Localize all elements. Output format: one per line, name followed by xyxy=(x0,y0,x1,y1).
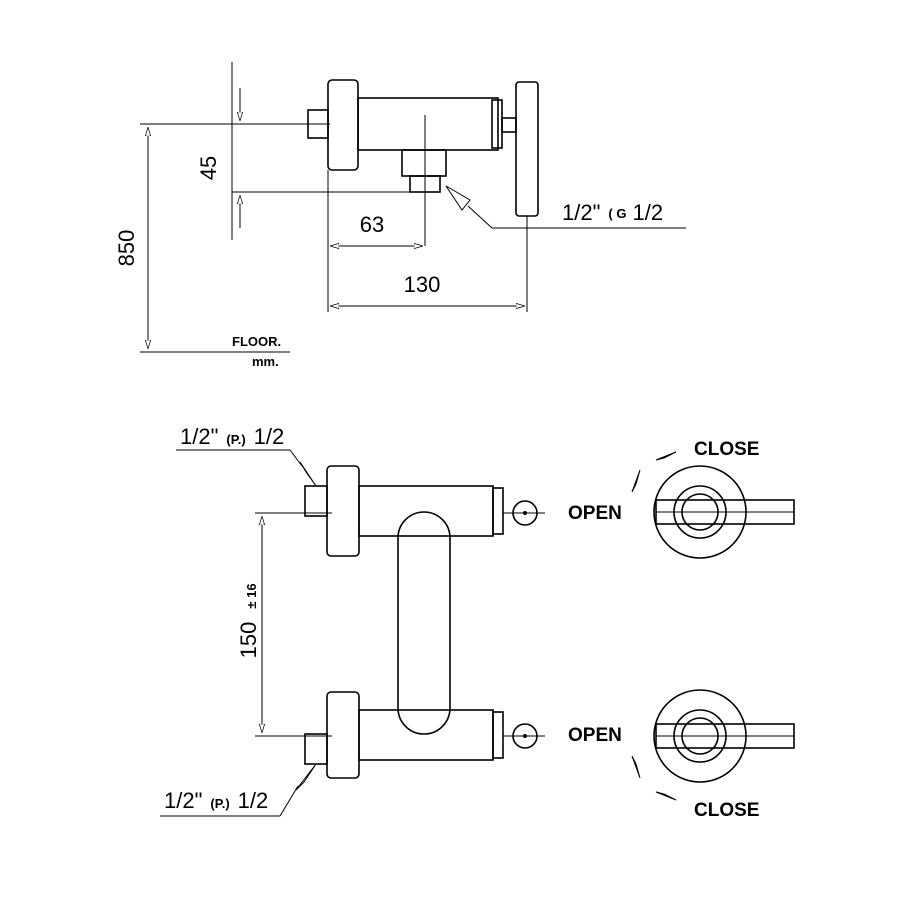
dim-850-label: 850 xyxy=(114,230,139,267)
outlet-leader xyxy=(467,205,686,229)
outlet-thread-label: 1/2" ( G 1/2 xyxy=(562,200,663,225)
bottom-flange xyxy=(326,691,360,779)
front-view: 150 ± 16 1/2" (P.) 1/2 1/2" (P.) 1/2 xyxy=(160,424,545,817)
top-close-arrow xyxy=(655,451,677,461)
outlet-block xyxy=(401,149,447,177)
mixer-body xyxy=(357,97,499,151)
top-open-arrow xyxy=(631,469,641,493)
top-body xyxy=(358,485,494,537)
bottom-open-label: OPEN xyxy=(568,725,622,746)
dim-150-tolerance: ± 16 xyxy=(244,583,259,608)
bottom-body-cap xyxy=(492,711,504,759)
dim-63-label: 63 xyxy=(360,212,384,237)
handle-detail-bottom: OPEN CLOSE xyxy=(568,689,795,821)
dim-130-label: 130 xyxy=(404,272,441,297)
handle-detail-top: CLOSE OPEN xyxy=(568,439,795,559)
bottom-body xyxy=(358,709,494,761)
outlet-leader-arrow xyxy=(445,185,471,211)
top-inlet-nipple xyxy=(304,485,328,517)
top-body-cap xyxy=(492,487,504,535)
top-flange xyxy=(326,465,360,557)
floor-label: FLOOR. xyxy=(232,334,281,349)
wall-flange xyxy=(327,79,359,171)
dim-150-label: 150 xyxy=(236,622,261,659)
handle-lever xyxy=(515,81,539,217)
top-inlet-leader-diag xyxy=(289,449,303,467)
spindle xyxy=(501,117,517,133)
bottom-inlet-thread-label: 1/2" (P.) 1/2 xyxy=(164,788,268,813)
bottom-inlet-leader-arrow xyxy=(295,763,317,791)
bottom-inlet-nipple xyxy=(304,733,328,765)
side-view: 850 45 63 130 1/2" ( G 1/2 FLOOR. mm. xyxy=(114,62,686,369)
bottom-open-arrow xyxy=(631,755,641,779)
dim-45-label: 45 xyxy=(196,156,221,180)
bottom-inlet-leader-diag xyxy=(279,785,299,817)
top-open-label: OPEN xyxy=(568,503,622,524)
body-cap xyxy=(491,99,503,149)
bottom-close-label: CLOSE xyxy=(694,800,759,821)
top-inlet-thread-label: 1/2" (P.) 1/2 xyxy=(180,424,284,449)
bottom-close-arrow xyxy=(655,791,677,801)
top-inlet-leader-arrow xyxy=(299,461,317,487)
top-close-label: CLOSE xyxy=(694,439,759,460)
connecting-pipe xyxy=(397,511,451,735)
unit-label: mm. xyxy=(252,354,279,369)
